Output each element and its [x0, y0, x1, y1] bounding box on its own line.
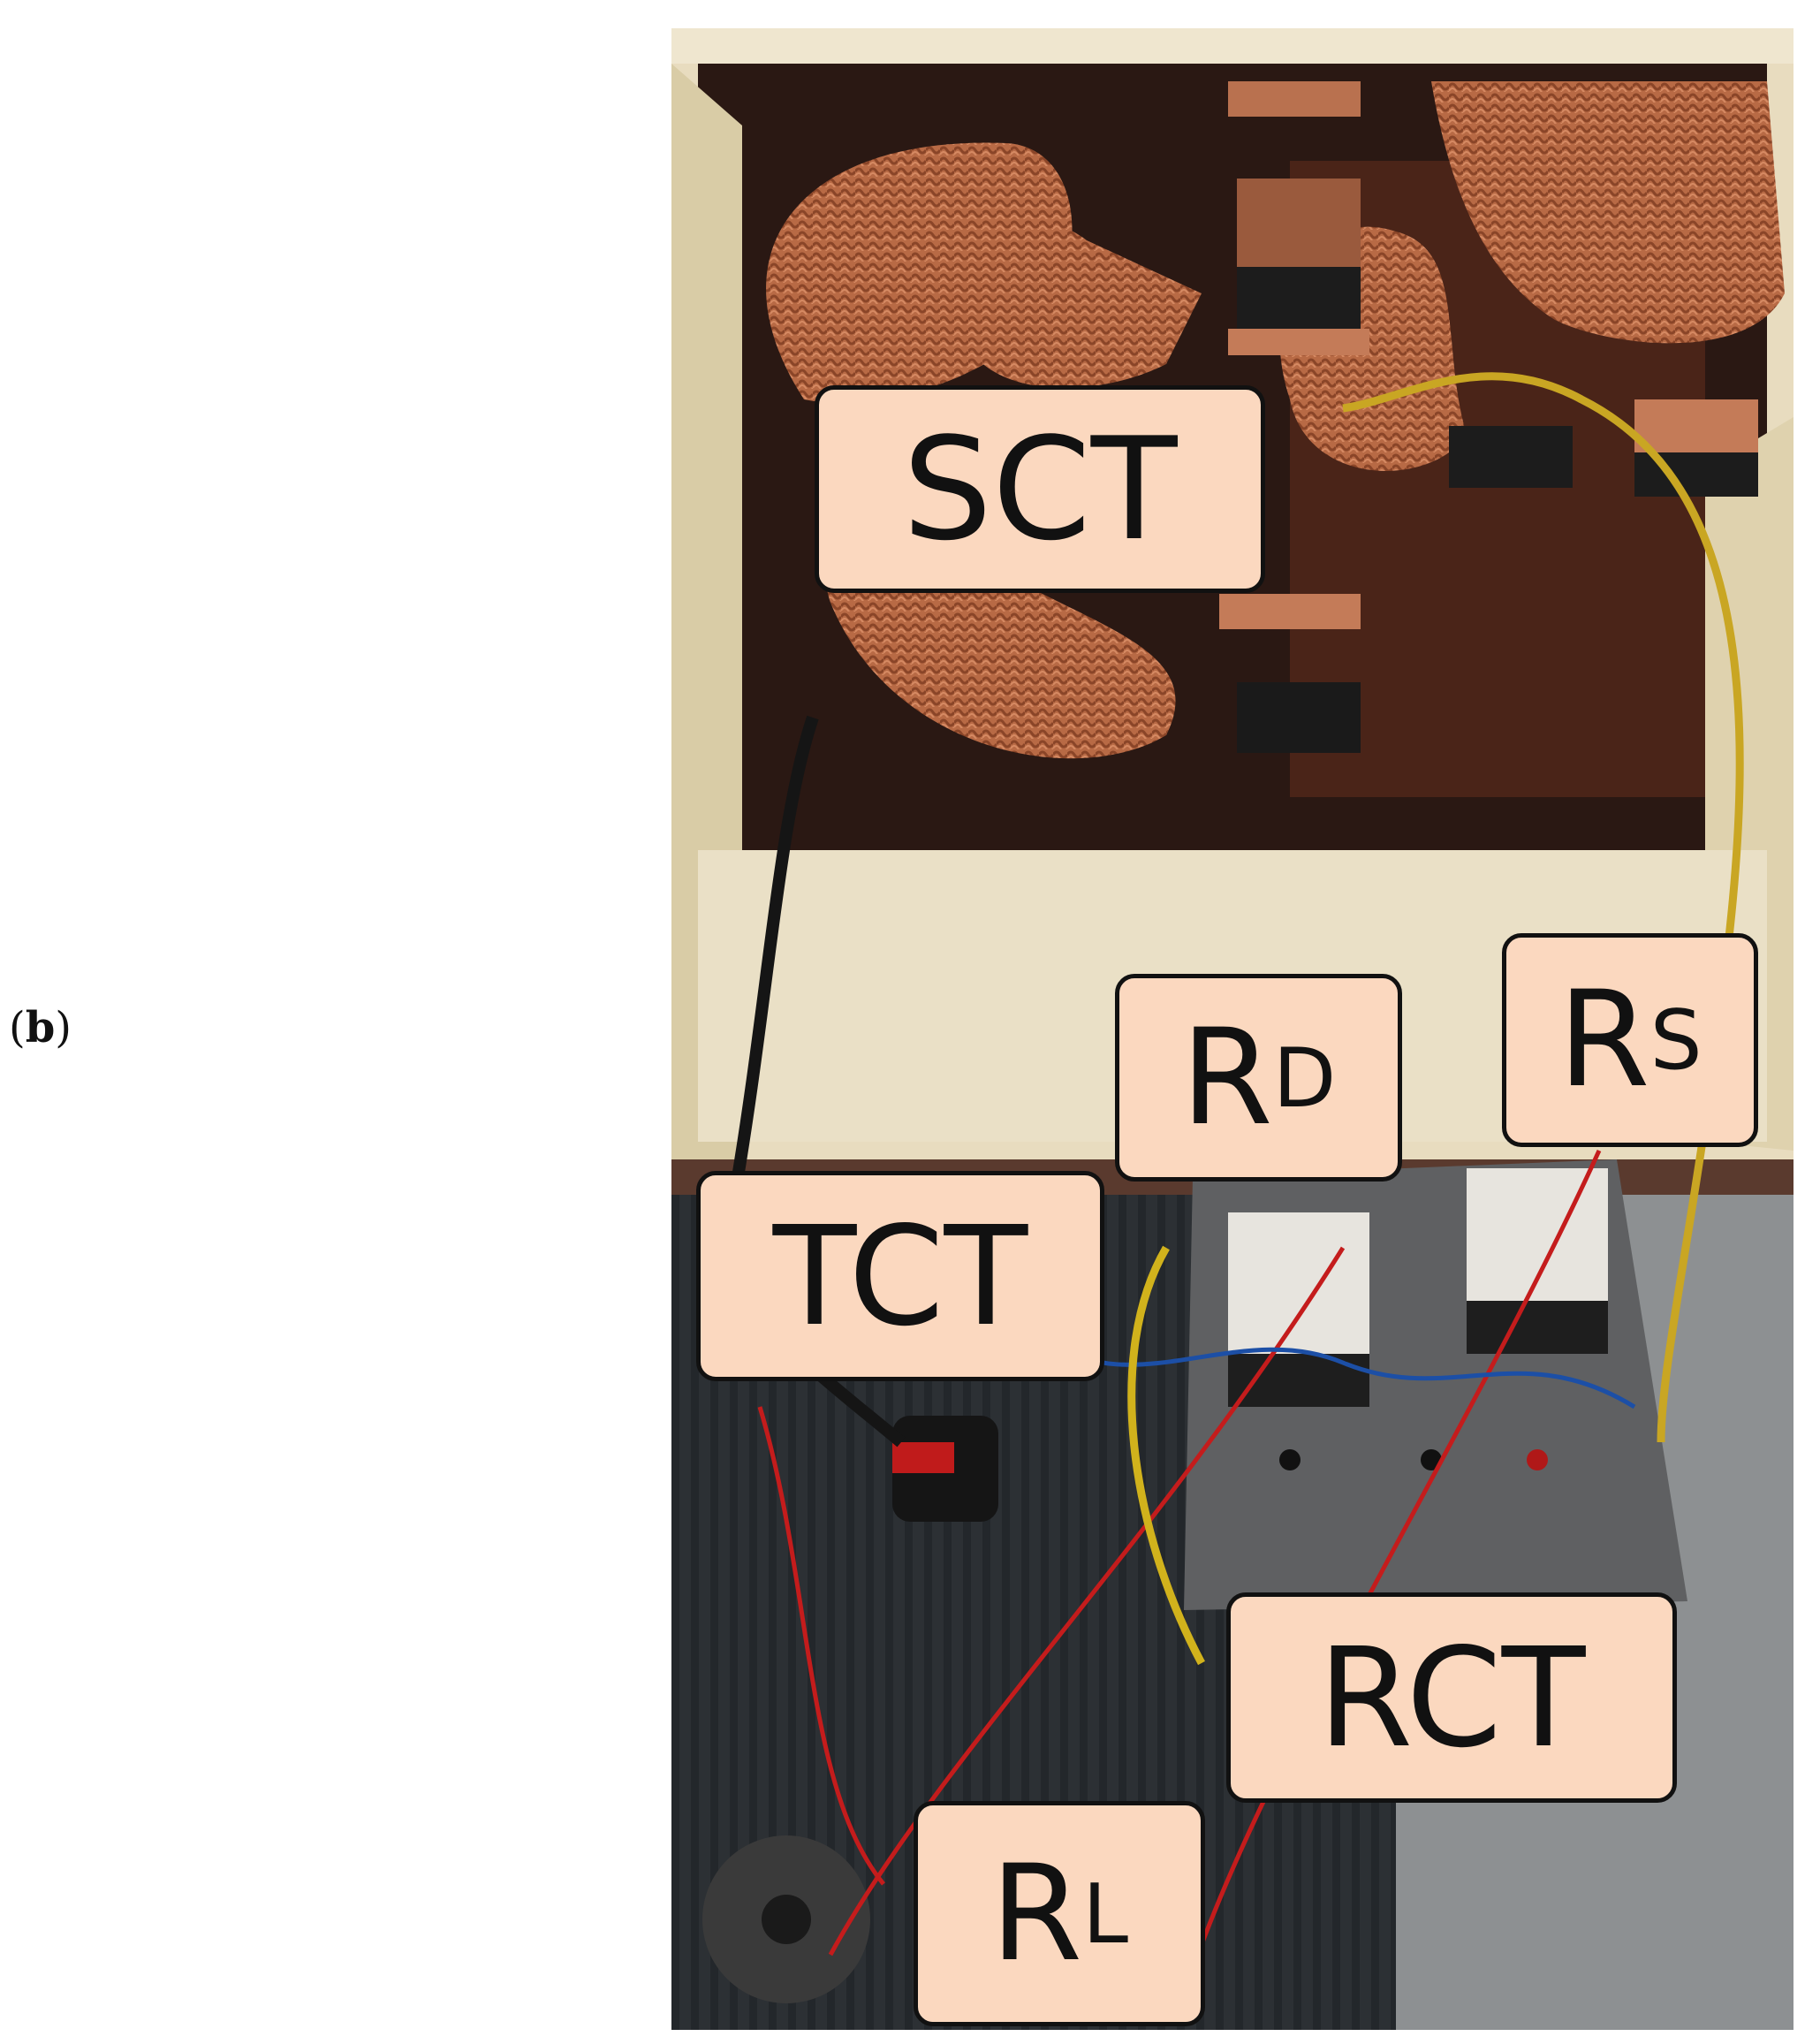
- terminal-plate-upper: [1228, 329, 1369, 355]
- rl-resistor-center: [762, 1895, 811, 1944]
- top-wall-edge: [671, 28, 1793, 64]
- terminal-block-upper: [1237, 179, 1361, 267]
- terminal-post-3: [1527, 1449, 1548, 1470]
- copper-braid-center: [959, 220, 1202, 389]
- tct-red-clip: [892, 1442, 954, 1473]
- terminal-post-1: [1279, 1449, 1301, 1470]
- copper-braid-group: [766, 81, 1785, 759]
- red-wire-2: [828, 1246, 1346, 1957]
- cables: [726, 372, 1744, 2026]
- terminal-insulator-lower: [1237, 682, 1361, 753]
- label-tct: TCT: [696, 1171, 1104, 1381]
- copper-braid-right: [1431, 81, 1785, 344]
- yellow-cable-lower: [1127, 1245, 1205, 1666]
- yellow-green-earth-cable: [1342, 372, 1744, 1443]
- label-sct: SCT: [815, 385, 1265, 593]
- copper-braid-lower: [826, 542, 1176, 759]
- terminal-blocks: [1219, 81, 1758, 753]
- panel-label: (b): [9, 1003, 72, 1052]
- resistor-rd-heatsink: [1228, 1354, 1369, 1407]
- red-wire-1: [757, 1406, 885, 1886]
- terminal-insulator-mid: [1449, 426, 1573, 488]
- terminal-plate-right: [1634, 399, 1758, 452]
- terminal-plate-lower: [1219, 594, 1361, 629]
- resistor-board: [1184, 1159, 1687, 1610]
- resistor-rd-body: [1228, 1212, 1369, 1354]
- terminal-block-top: [1228, 81, 1361, 117]
- resistor-rs-heatsink: [1467, 1301, 1608, 1354]
- terminal-insulator-upper: [1237, 267, 1361, 329]
- label-rct: RCT: [1226, 1592, 1677, 1803]
